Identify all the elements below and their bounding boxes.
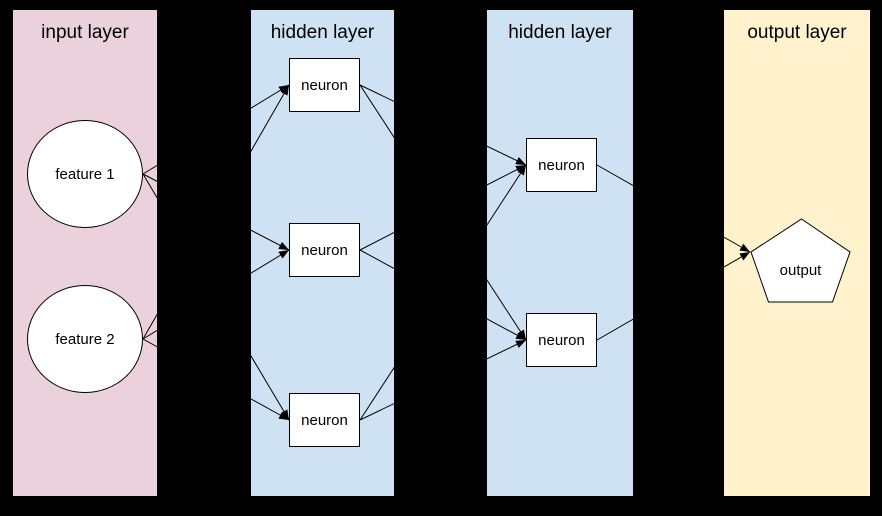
node-label: neuron	[301, 76, 348, 94]
node-label: neuron	[538, 331, 585, 349]
node-label: neuron	[301, 411, 348, 429]
node-label: feature 1	[55, 165, 115, 183]
hidden1-neuron-1: neuron	[289, 58, 360, 112]
panel-input-layer: input layer	[13, 10, 157, 496]
input-node-feature-1: feature 1	[27, 120, 143, 228]
panel-label-hidden-layer-1: hidden layer	[270, 22, 375, 43]
hidden2-neuron-2: neuron	[526, 313, 597, 367]
hidden2-neuron-1: neuron	[526, 138, 597, 192]
node-label: neuron	[538, 156, 585, 174]
panel-hidden-layer-2: hidden layer	[487, 10, 633, 496]
panel-output-layer: output layer	[724, 10, 870, 496]
panel-label-input-layer: input layer	[41, 22, 129, 43]
panel-label-hidden-layer-2: hidden layer	[508, 22, 612, 43]
panel-label-output-layer: output layer	[747, 22, 847, 43]
hidden1-neuron-3: neuron	[289, 393, 360, 447]
output-node-label: output	[779, 262, 822, 279]
node-label: neuron	[301, 241, 348, 259]
input-node-feature-2: feature 2	[27, 285, 143, 393]
hidden1-neuron-2: neuron	[289, 223, 360, 277]
node-label: feature 2	[55, 330, 115, 348]
